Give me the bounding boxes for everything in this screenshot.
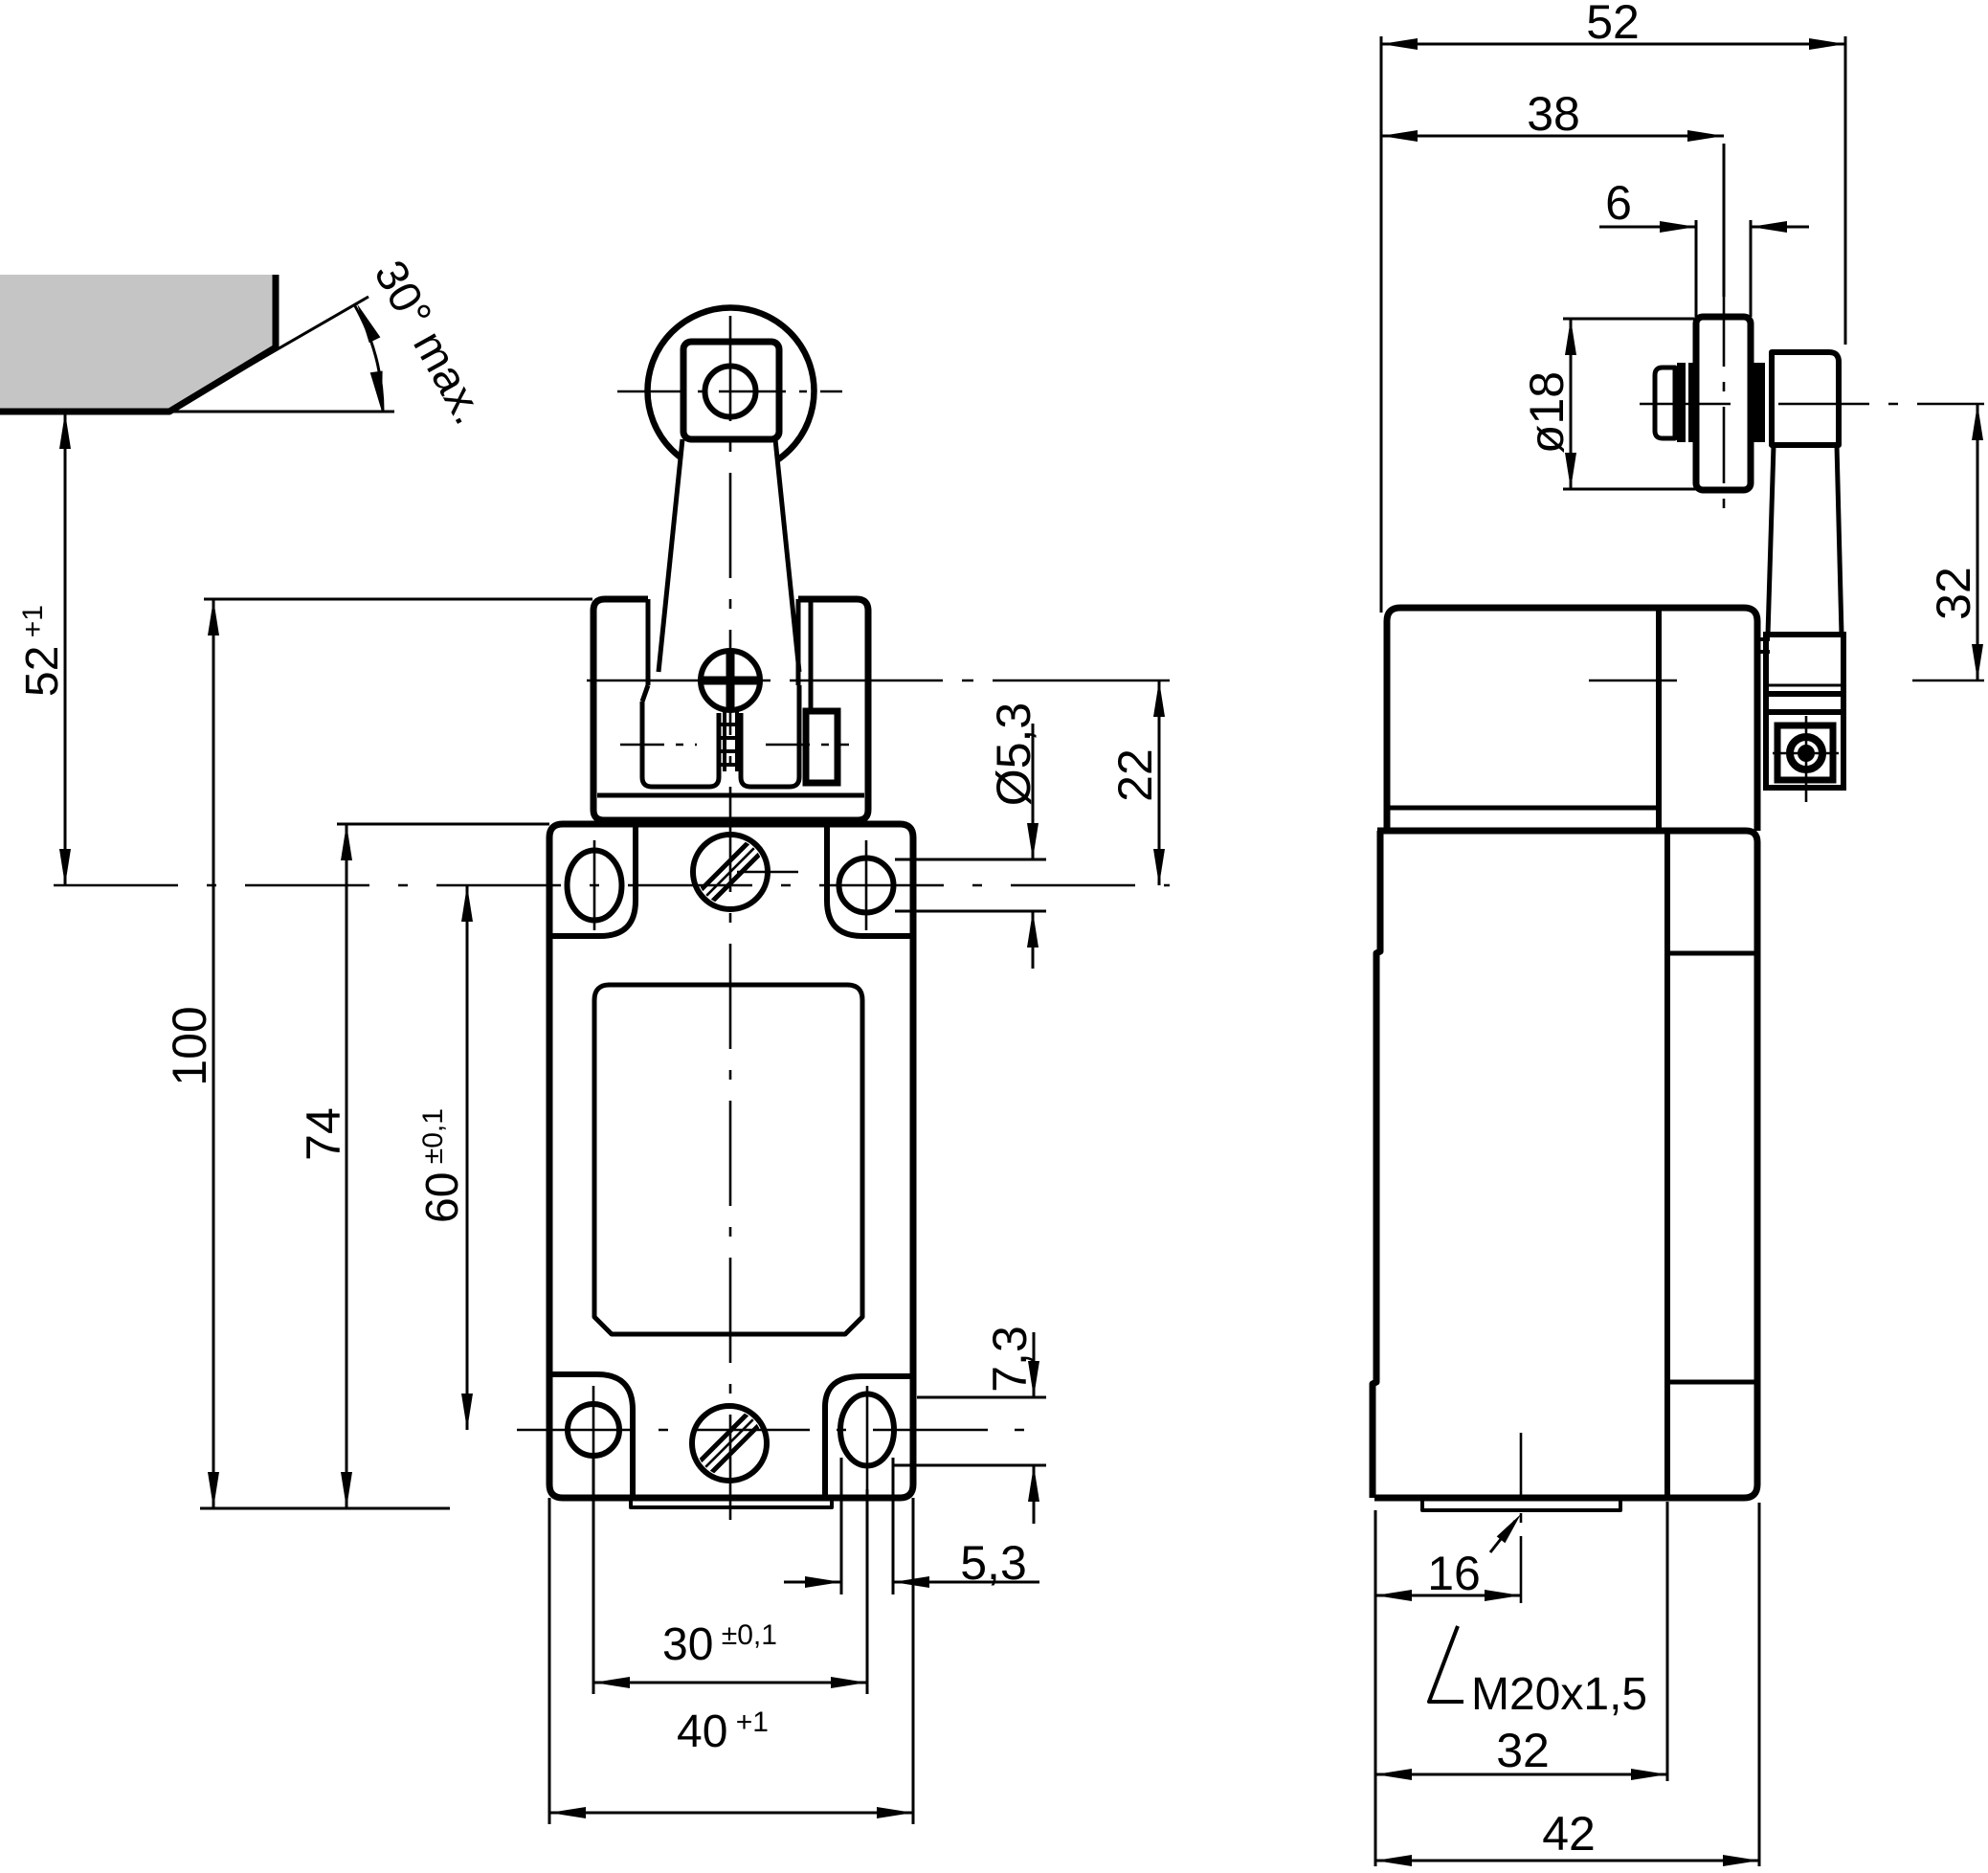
- svg-text:32: 32: [1927, 567, 1980, 620]
- svg-text:Ø5,3: Ø5,3: [987, 702, 1040, 806]
- svg-text:5,3: 5,3: [960, 1536, 1027, 1590]
- svg-text:6: 6: [1605, 176, 1632, 230]
- svg-text:7,3: 7,3: [983, 1326, 1037, 1393]
- svg-text:22: 22: [1108, 748, 1162, 802]
- svg-text:32: 32: [1496, 1724, 1550, 1777]
- svg-text:16: 16: [1427, 1547, 1481, 1600]
- svg-text:38: 38: [1527, 87, 1580, 141]
- svg-text:M20x1,5: M20x1,5: [1471, 1669, 1647, 1720]
- svg-text:42: 42: [1542, 1807, 1596, 1861]
- svg-text:100: 100: [163, 1006, 216, 1085]
- svg-text:52: 52: [1586, 0, 1640, 49]
- svg-text:74: 74: [297, 1107, 350, 1161]
- svg-text:ø18: ø18: [1520, 371, 1574, 454]
